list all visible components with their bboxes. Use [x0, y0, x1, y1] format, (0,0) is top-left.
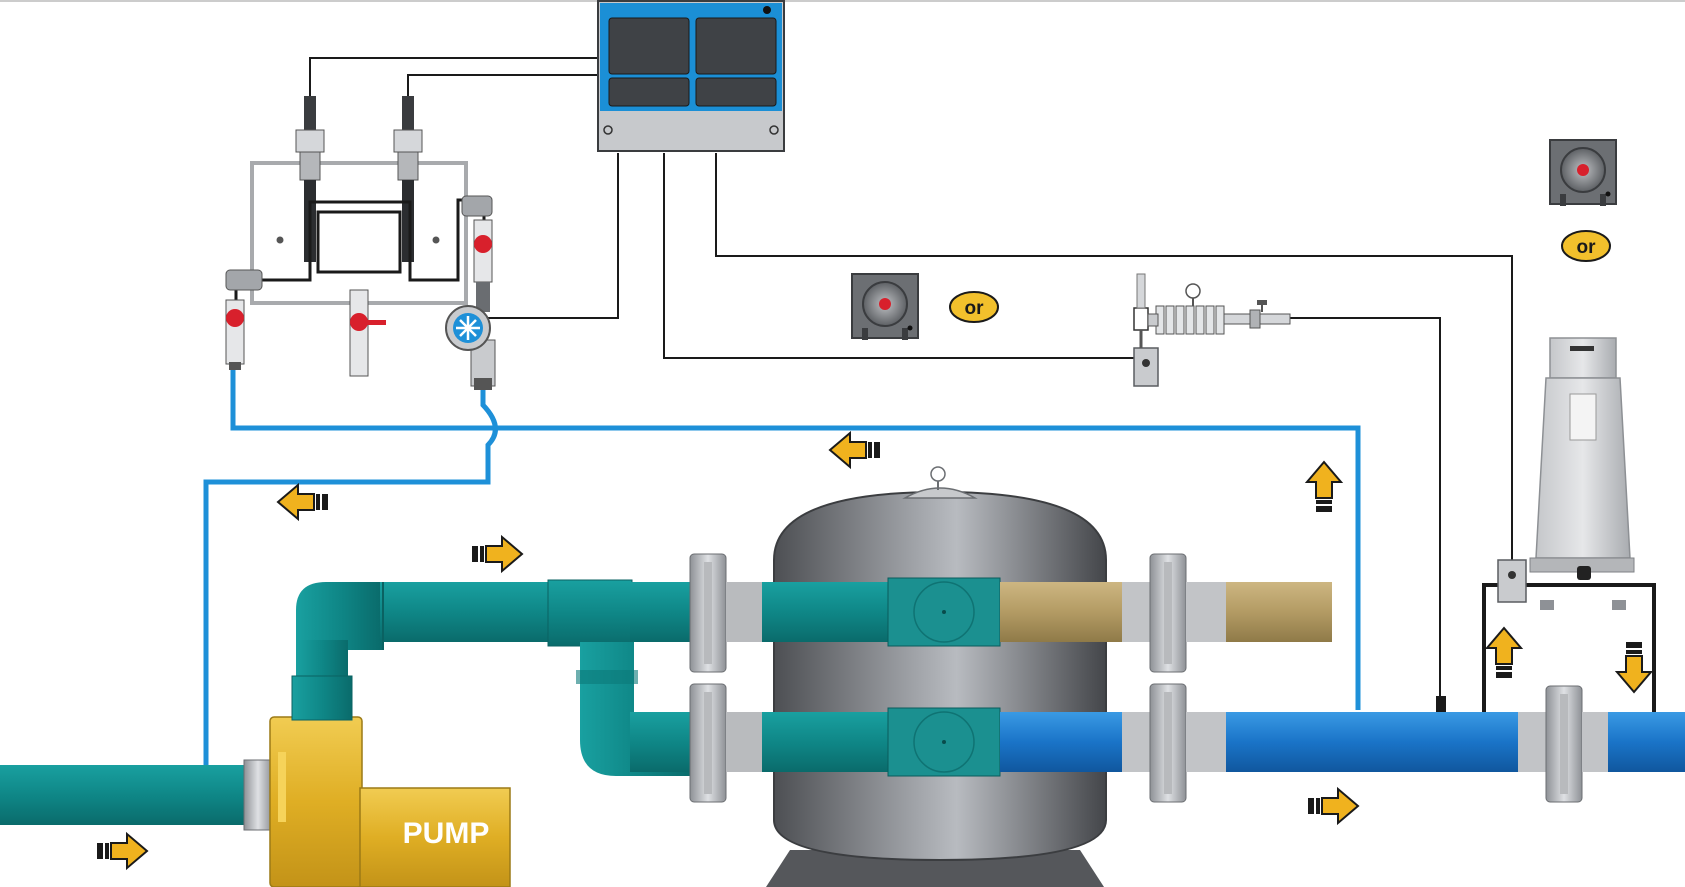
backwash-pipe	[1000, 582, 1122, 642]
injector-assembly	[1133, 273, 1291, 387]
alternative-label-left: or	[965, 298, 985, 319]
inlet-flange	[243, 759, 273, 831]
alternative-label-right: or	[1577, 237, 1597, 258]
circulation-pump: PUMP	[269, 716, 511, 887]
flow-arrow-icon	[1616, 641, 1652, 693]
ball-valve-icon	[474, 235, 492, 253]
ball-valve-icon	[350, 313, 368, 331]
dosing-pump-right	[1549, 139, 1617, 207]
sample-valve-left[interactable]	[225, 299, 245, 370]
erosion-feeder	[1529, 337, 1635, 610]
pressure-gauge-icon	[1185, 283, 1201, 299]
alternative-badge-right: or	[1561, 230, 1611, 262]
flow-arrow-icon	[1486, 627, 1522, 679]
feeder-solenoid	[1497, 559, 1527, 603]
flow-sensor-icon	[445, 305, 496, 390]
flow-arrow-icon	[277, 484, 329, 520]
sample-lines	[203, 370, 1361, 768]
sample-valve-right[interactable]	[473, 219, 493, 312]
ball-valve-icon	[226, 309, 244, 327]
probe-panel	[225, 96, 496, 390]
inlet-pipe	[0, 765, 248, 825]
flow-arrow-icon	[829, 432, 881, 468]
feeder-bypass	[1482, 583, 1656, 712]
pump-discharge-pipe	[291, 579, 692, 721]
flow-arrow-icon	[1307, 788, 1359, 824]
flow-arrow-icon	[1306, 461, 1342, 513]
bypass-pipe	[576, 642, 692, 776]
flow-arrow-icon	[471, 536, 523, 572]
pressure-gauge-icon	[930, 466, 946, 482]
pump-label: PUMP	[403, 817, 490, 850]
dosing-pump-left	[851, 273, 919, 341]
alternative-badge-left: or	[949, 291, 999, 323]
flow-arrow-icon	[96, 833, 148, 869]
filter-tank	[766, 466, 1107, 887]
controller-unit	[597, 0, 785, 152]
drain-valve[interactable]	[349, 289, 386, 377]
return-pipe	[1000, 712, 1122, 772]
control-wiring	[309, 57, 1655, 710]
